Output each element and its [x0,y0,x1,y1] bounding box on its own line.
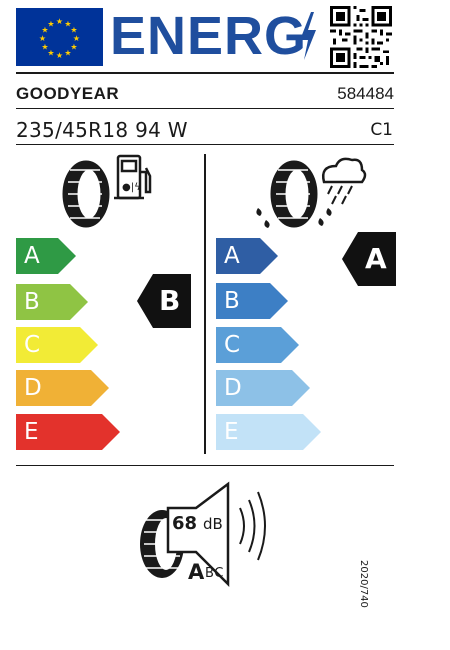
svg-text:★: ★ [41,26,48,35]
supplier-brand: GOODYEAR [16,84,120,103]
fuel-class-bar-d: D [16,370,109,406]
fuel-class-letter: A [24,243,40,269]
fuel-class-letter: D [24,375,42,401]
fuel-class-bar-e: E [16,414,120,450]
svg-text:★: ★ [47,49,54,58]
tyre-size-designation: 235/45R18 94 W [16,118,188,142]
svg-text:★: ★ [64,20,71,29]
wet-class-letter: A [224,243,240,269]
tyre-fuel-pump-icon: ●|ϟ [60,152,160,236]
fuel-class-letter: C [24,332,41,358]
wet-class-bar-b: B [216,283,288,319]
lightning-bolt-icon [297,10,319,62]
wet-grip-scale: A B C D E [216,238,396,453]
svg-text:★: ★ [39,34,46,43]
wet-class-bar-c: C [216,327,299,363]
fuel-efficiency-rating: B [159,284,181,317]
fuel-efficiency-scale: A B C D E [16,238,196,450]
header-divider [16,72,394,74]
wet-grip-rating: A [365,242,387,275]
svg-text:★: ★ [41,43,48,52]
noise-level-value: 68 [172,513,198,534]
wet-class-bar-d: D [216,370,310,406]
wet-class-letter: D [224,375,242,401]
fuel-class-bar-a: A [16,238,76,274]
wet-grip-rating-badge: A [342,232,396,286]
vertical-divider [204,154,206,454]
wet-class-bar-a: A [216,238,278,274]
fuel-efficiency-rating-badge: B [137,274,191,328]
wet-class-letter: E [224,419,239,445]
tyre-speaker-icon [136,480,276,594]
article-identifier: 584484 [337,84,394,103]
noise-class-selected: A [188,560,205,584]
fuel-class-bar-c: C [16,327,98,363]
tyre-divider [16,144,394,145]
regulation-number: 2020/740 [358,560,369,608]
svg-text:●|ϟ: ●|ϟ [122,182,141,193]
svg-text:★: ★ [73,34,80,43]
svg-text:★: ★ [56,17,63,26]
supplier-divider [16,108,394,109]
wet-class-bar-e: E [216,414,321,450]
energy-label-title: ENERG [110,6,308,66]
svg-text:★: ★ [64,49,71,58]
tyre-rain-cloud-icon [250,152,370,236]
svg-text:★: ★ [56,51,63,60]
wet-class-letter: C [224,332,241,358]
wet-class-letter: B [224,288,240,314]
bottom-divider [16,465,394,466]
noise-level-unit: dB [203,515,223,533]
tyre-class: C1 [370,120,393,140]
qr-code-icon [330,6,392,68]
fuel-class-letter: E [24,419,39,445]
fuel-class-bar-b: B [16,284,88,320]
svg-text:★: ★ [70,26,77,35]
svg-text:★: ★ [70,43,77,52]
eu-flag-icon: ★ ★ ★ ★ ★ ★ ★ ★ ★ ★ ★ ★ [16,8,103,66]
fuel-class-letter: B [24,289,40,315]
noise-class-others: BC [205,566,224,581]
svg-text:★: ★ [47,20,54,29]
